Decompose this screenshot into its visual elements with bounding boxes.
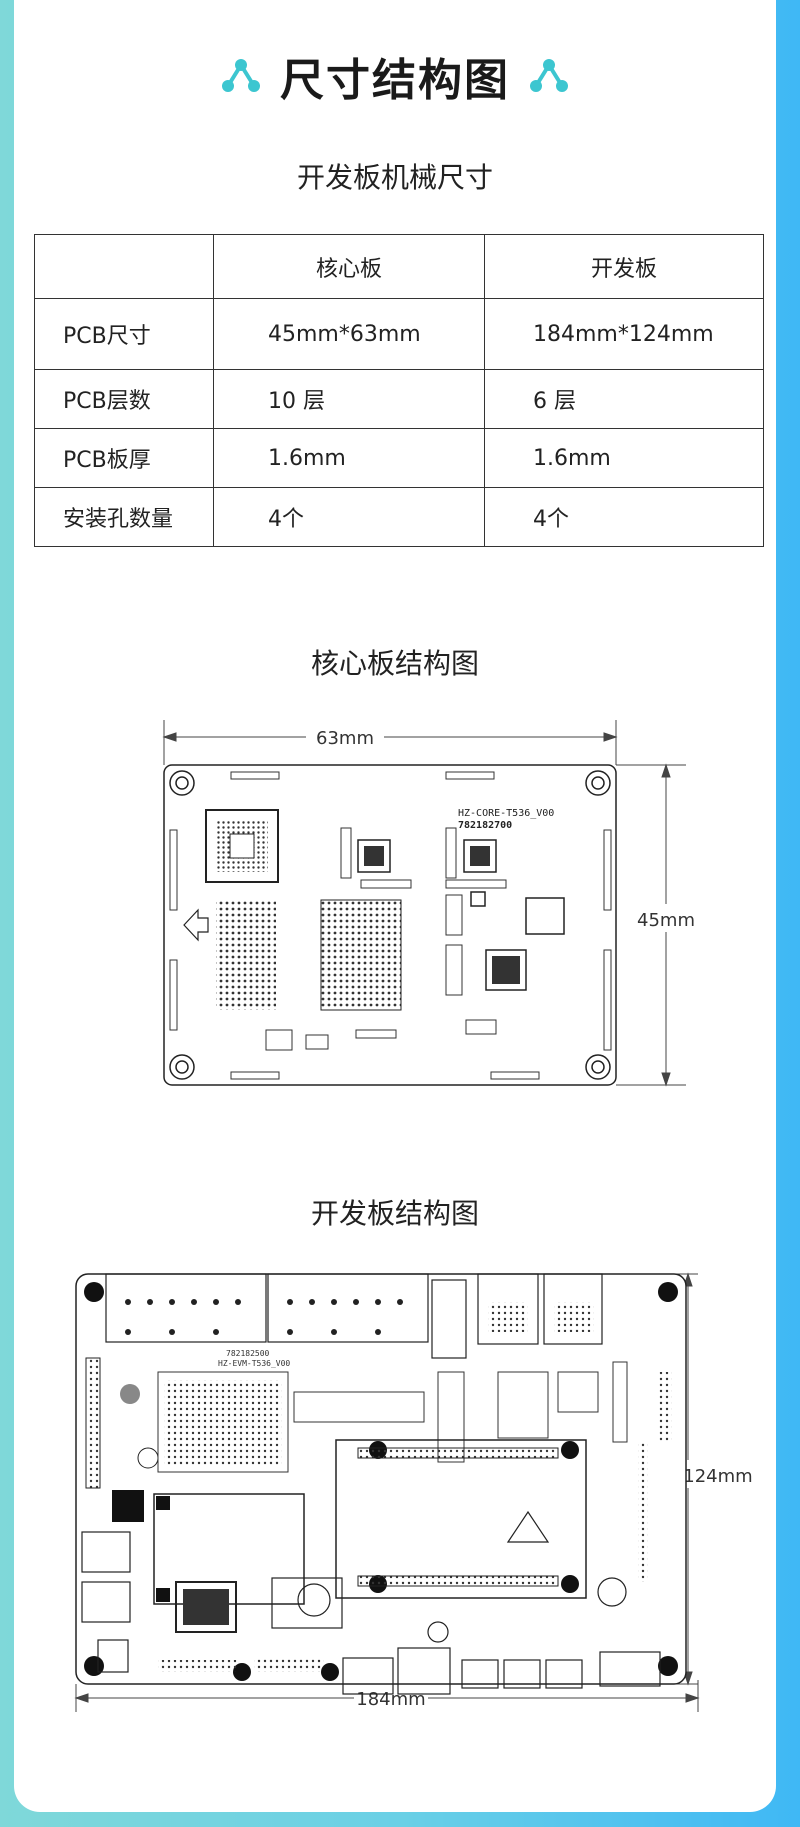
table-row: PCB层数 10 层 6 层 <box>34 369 764 429</box>
table-row: PCB板厚 1.6mm 1.6mm <box>34 428 764 488</box>
page-title: 尺寸结构图 <box>280 55 510 106</box>
core-silk-code: 782182700 <box>458 820 512 831</box>
core-value: 10 层 <box>213 369 485 429</box>
dev-section-title: 开发板结构图 <box>310 1197 479 1230</box>
table-header-cell: 核心板 <box>213 234 485 299</box>
table-row: 安装孔数量 4个 4个 <box>34 487 764 547</box>
core-height-label: 45mm <box>637 910 695 931</box>
core-silk-name: HZ-CORE-T536_V00 <box>458 808 554 819</box>
mech-section-title: 开发板机械尺寸 <box>296 161 493 194</box>
row-label: 安装孔数量 <box>34 487 214 547</box>
table-header-cell: 开发板 <box>484 234 764 299</box>
row-label: PCB板厚 <box>34 428 214 488</box>
core-value: 1.6mm <box>213 428 485 488</box>
dev-board-drawing: 124mm 184mm 782182500 HZ-EVM-T536_V00 <box>74 1272 753 1712</box>
row-label: PCB层数 <box>34 369 214 429</box>
network-nodes-icon <box>222 59 260 92</box>
dev-silk-name: HZ-EVM-T536_V00 <box>218 1359 290 1368</box>
row-label: PCB尺寸 <box>34 298 214 370</box>
core-value: 45mm*63mm <box>213 298 485 370</box>
core-section-title: 核心板结构图 <box>310 647 479 680</box>
section-header: 尺寸结构图 <box>14 44 776 108</box>
dev-width-label: 184mm <box>356 1689 425 1710</box>
dev-value: 184mm*124mm <box>484 298 764 370</box>
dev-silk-code: 782182500 <box>226 1349 270 1358</box>
mech-spec-table: 核心板 开发板 PCB尺寸 45mm*63mm 184mm*124mm PCB层… <box>34 234 764 547</box>
core-board-drawing: 63mm 45mm HZ-CORE-T536_V00 782182700 <box>162 720 695 1087</box>
table-header-cell <box>34 234 214 299</box>
dev-value: 1.6mm <box>484 428 764 488</box>
dev-value: 4个 <box>484 487 764 547</box>
table-header-row: 核心板 开发板 <box>34 234 764 299</box>
core-width-label: 63mm <box>316 728 374 749</box>
dev-value: 6 层 <box>484 369 764 429</box>
dev-height-label: 124mm <box>683 1466 752 1487</box>
network-nodes-icon <box>530 59 568 92</box>
core-value: 4个 <box>213 487 485 547</box>
content-card: 尺寸结构图 开发板机械尺寸 核心板 开发板 PCB尺寸 45mm*63mm 18… <box>14 0 776 1812</box>
table-row: PCB尺寸 45mm*63mm 184mm*124mm <box>34 298 764 370</box>
